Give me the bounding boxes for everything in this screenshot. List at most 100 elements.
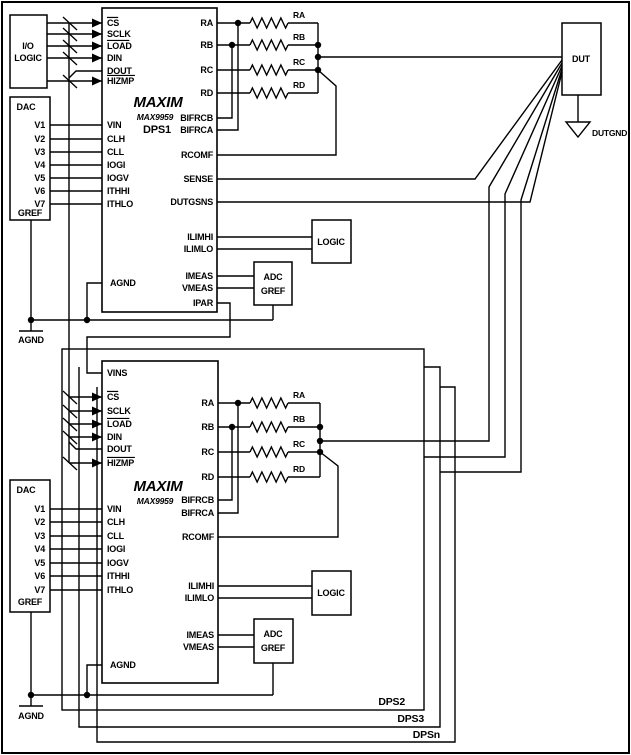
pin-bifrcb1: BIFRCB (180, 113, 213, 123)
io-logic-label: LOGIC (14, 53, 42, 63)
resistor-rd2-label: RD (293, 464, 305, 474)
dut-label: DUT (572, 54, 591, 64)
dac2-label: DAC (17, 485, 37, 495)
resistor-rb1 (249, 38, 289, 52)
dac1-v5: V5 (34, 173, 45, 183)
junction-dot (228, 41, 236, 49)
resistor-ra2-label: RA (293, 390, 305, 400)
pin-ithlo1: ITHLO (107, 199, 133, 209)
pin-vin2: VIN (107, 504, 121, 514)
part-number-2: MAX9959 (137, 496, 174, 506)
bus-tap-slash (62, 430, 78, 445)
agnd2-pin-wire (86, 664, 102, 695)
dac1-v6: V6 (34, 186, 45, 196)
signal-arrowhead (92, 406, 102, 416)
bus-tap-slash (62, 417, 78, 432)
pin-vmeas2: VMEAS (183, 642, 214, 652)
pin-sclk1: SCLK (107, 29, 131, 39)
pin-bifrca1: BIFRCA (180, 125, 213, 135)
io-logic-label: I/O (22, 41, 34, 51)
dac2-v2: V2 (34, 517, 45, 527)
dps2-label: DPS2 (378, 696, 405, 708)
dutgsns1-wire (217, 71, 563, 203)
resistor-rb1-label: RB (293, 32, 305, 42)
bus-tap-slash (62, 39, 78, 54)
pin-bifrcb2: BIFRCB (181, 495, 214, 505)
pin-rd1: RD (200, 88, 213, 98)
pin-vmeas1: VMEAS (182, 283, 213, 293)
pin-ilimhi2: ILIMHI (188, 581, 214, 591)
logic1-box (311, 219, 352, 264)
dac2-v1: V1 (34, 504, 45, 514)
pin-rd2: RD (201, 472, 214, 482)
signal-arrowhead (92, 41, 102, 51)
dac2-box (9, 479, 51, 613)
pin-load1: LOAD (107, 41, 132, 51)
pin-vins2: VINS (107, 368, 127, 378)
bifrcb2-wire (218, 427, 233, 501)
bus-tap-slash (62, 456, 78, 471)
dout2-line (68, 441, 102, 450)
pin-ilimlo2: ILIMLO (185, 593, 214, 603)
resistor-ra2 (249, 396, 289, 410)
dac1-v4: V4 (34, 160, 45, 170)
dpsn-output-to-dut (440, 68, 563, 473)
dps2-chip-box (101, 360, 219, 684)
pin-sclk2: SCLK (107, 406, 131, 416)
io-logic-box (9, 14, 48, 89)
rcomf2-wire (218, 451, 339, 538)
junction-dot (234, 399, 242, 407)
dac1-v2: V2 (34, 134, 45, 144)
junction-dot (316, 423, 324, 431)
dps3-output-to-dut (424, 65, 563, 458)
dut-box (561, 22, 602, 96)
pin-cll2: CLL (107, 531, 125, 541)
adc1-gref-label: GREF (261, 286, 286, 296)
dac2-v3: V3 (34, 531, 45, 541)
junction-dot (316, 448, 324, 456)
dps3-outline (78, 366, 441, 728)
dac1-gref: GREF (18, 208, 43, 218)
resistor-ra1 (249, 16, 289, 30)
pin-imeas2: IMEAS (186, 630, 214, 640)
pin-ilimlo1: ILIMLO (184, 244, 213, 254)
dac2-v6: V6 (34, 571, 45, 581)
dps2-output-to-dut (320, 62, 563, 442)
pin-ithhi1: ITHHI (107, 186, 130, 196)
part-number-1: MAX9959 (137, 112, 174, 122)
dac1-label: DAC (17, 102, 37, 112)
resistor-rc1-label: RC (293, 57, 305, 67)
junction-dot (27, 316, 35, 324)
junction-dot (314, 53, 322, 61)
dpsn-label: DPSn (413, 729, 440, 741)
agnd1-pin-wire (86, 282, 102, 320)
dac2-v5: V5 (34, 558, 45, 568)
junction-dot (314, 41, 322, 49)
pin-dout1: DOUT (107, 66, 132, 76)
dpsn-outline (96, 386, 456, 743)
pin-rb2: RB (201, 422, 214, 432)
dps3-label: DPS3 (397, 713, 424, 725)
pin-din1: DIN (107, 53, 122, 63)
pin-agnd2: AGND (110, 660, 136, 670)
rcomf1-wire (217, 69, 337, 156)
dac1-v3: V3 (34, 147, 45, 157)
junction-dot (83, 316, 91, 324)
bus-tap-slash (62, 390, 78, 405)
pin-rcomf1: RCOMF (181, 150, 214, 160)
logic2-label: LOGIC (317, 588, 345, 598)
junction-dot (316, 437, 324, 445)
junction-dot (27, 691, 35, 699)
dac1-v1: V1 (34, 120, 45, 130)
junction-dot (228, 423, 236, 431)
pin-cs2: CS (107, 392, 119, 402)
pin-dutgsns1: DUTGSNS (170, 197, 213, 207)
maxim-logo-2: MAXIM (134, 478, 184, 495)
pin-ithhi2: ITHHI (107, 571, 130, 581)
signal-arrowhead (92, 392, 102, 402)
dac2-gref: GREF (18, 597, 43, 607)
agnd2-label: AGND (18, 711, 44, 721)
